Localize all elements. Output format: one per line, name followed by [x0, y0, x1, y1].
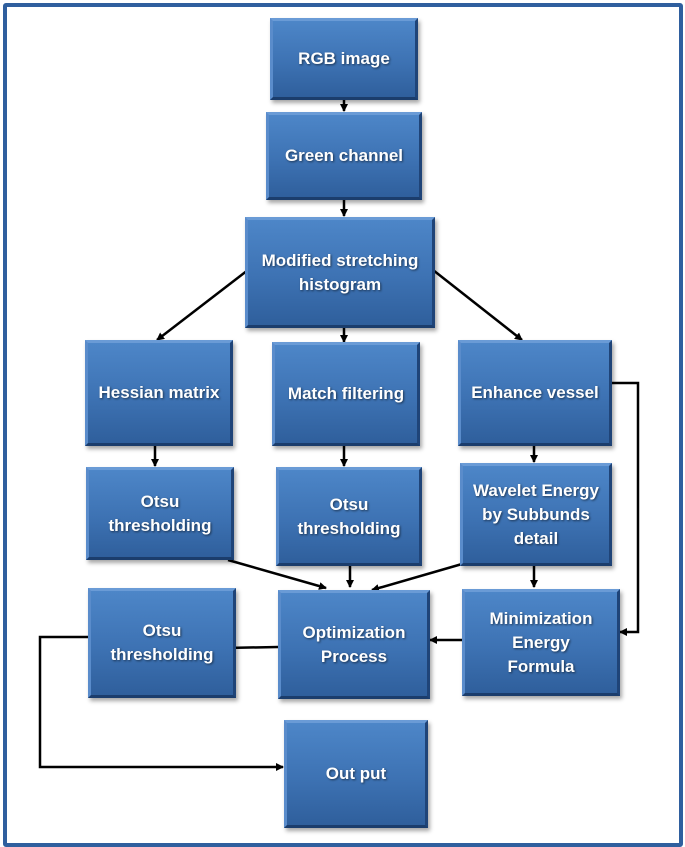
edge-stretch-hessian: [156, 269, 249, 341]
edge-otsu3-output: [38, 635, 284, 771]
otsu-thresholding-3-label: Otsu thresholding: [110, 621, 214, 664]
enhance-vessel-label: Enhance vessel: [471, 383, 599, 402]
minimization-energy-node: Minimization Energy Formula: [462, 589, 620, 696]
otsu-thresholding-2-label: Otsu thresholding: [297, 494, 401, 538]
edge-otsu1-optim: [227, 558, 327, 590]
otsu-thresholding-2-node: Otsu thresholding: [276, 467, 422, 566]
optimization-process-node: Optimization Process: [278, 590, 430, 699]
stretching-histogram-node: Modified stretching histogram: [245, 217, 435, 328]
stretching-histogram-label: Modified stretching histogram: [261, 250, 419, 294]
hessian-matrix-node: Hessian matrix: [85, 340, 233, 446]
edge-stretch-enhance: [432, 269, 523, 341]
edge-enhance-minim: [612, 381, 640, 636]
hessian-matrix-label: Hessian matrix: [98, 383, 220, 402]
minimization-energy-label: Minimization Energy Formula: [489, 608, 593, 676]
wavelet-energy-label: Wavelet Energy by Subbunds detail: [473, 480, 599, 548]
output-node: Out put: [284, 720, 428, 828]
otsu-thresholding-1-label: Otsu thresholding: [108, 491, 212, 535]
enhance-vessel-node: Enhance vessel: [458, 340, 612, 446]
green-channel-label: Green channel: [284, 146, 404, 165]
otsu-thresholding-1-node: Otsu thresholding: [86, 467, 234, 560]
edge-wavelet-optim: [371, 562, 463, 592]
rgb-image-node: RGB image: [270, 18, 418, 100]
wavelet-energy-node: Wavelet Energy by Subbunds detail: [460, 463, 612, 566]
match-filtering-label: Match filtering: [287, 384, 405, 403]
output-label: Out put: [325, 764, 387, 783]
optimization-process-label: Optimization Process: [302, 622, 406, 666]
otsu-thresholding-3-node: Otsu thresholding: [88, 588, 236, 698]
green-channel-node: Green channel: [266, 112, 422, 200]
rgb-image-label: RGB image: [298, 49, 390, 68]
match-filtering-node: Match filtering: [272, 342, 420, 446]
